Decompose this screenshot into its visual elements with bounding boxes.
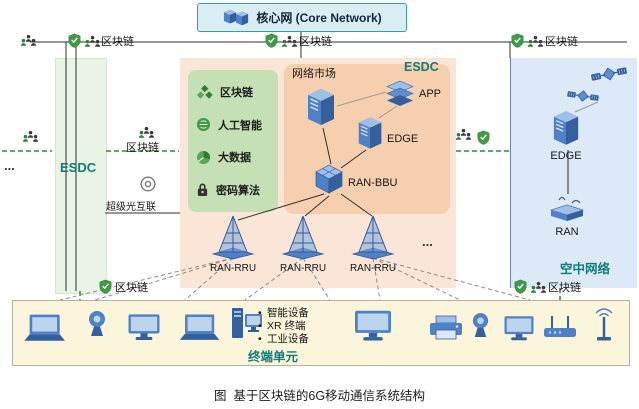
edge-server-icon bbox=[552, 110, 580, 146]
capability-row: 大数据 bbox=[196, 149, 270, 165]
edge-server-icon bbox=[357, 116, 383, 150]
wifi-router-icon bbox=[542, 314, 578, 340]
laptop-icon bbox=[176, 312, 222, 345]
blockchain-label: 区块链 bbox=[115, 282, 148, 294]
ran-rru-label: RAN-RRU bbox=[209, 263, 257, 274]
nodes-icon bbox=[22, 130, 39, 143]
capability-label: 人工智能 bbox=[218, 119, 262, 132]
monitor-icon bbox=[502, 314, 536, 343]
terminal-unit-label: 终端单元 bbox=[248, 350, 299, 364]
figure-caption: 图 基于区块链的6G移动通信系统结构 bbox=[213, 389, 426, 403]
core-network-box: 核心网 (Core Network) bbox=[197, 3, 407, 32]
capability-label: 区块链 bbox=[220, 87, 253, 100]
ran-rru-label: RAN-RRU bbox=[349, 263, 397, 274]
printer-icon bbox=[428, 314, 464, 342]
capability-label: 密码算法 bbox=[216, 184, 260, 197]
webcam-icon bbox=[86, 310, 108, 340]
ran-rru-tower-icon bbox=[211, 214, 255, 260]
blockchain-label: 区块链 bbox=[545, 36, 578, 48]
app-label: APP bbox=[419, 88, 442, 100]
shield-icon bbox=[514, 279, 527, 294]
ai-brain-icon bbox=[196, 117, 211, 132]
app-layers-icon bbox=[385, 80, 415, 106]
laptop-icon bbox=[20, 312, 68, 346]
terminal-type: 智能设备 bbox=[258, 307, 309, 320]
nodes-icon bbox=[138, 126, 155, 139]
ellipsis-rru: ... bbox=[422, 234, 433, 249]
shield-icon bbox=[511, 33, 524, 48]
monitor-icon bbox=[126, 312, 162, 343]
ran-bbu-cube-icon bbox=[314, 164, 344, 194]
blockchain-label: 区块链 bbox=[548, 282, 581, 294]
core-network-label: 核心网 (Core Network) bbox=[256, 11, 382, 25]
nodes-icon bbox=[20, 34, 37, 47]
capability-row: 密码算法 bbox=[196, 182, 270, 198]
webcam-icon bbox=[470, 312, 491, 341]
blockchain-label: 区块链 bbox=[299, 36, 332, 48]
network-market-label: 网络市场 bbox=[292, 68, 336, 80]
ran-rru-tower-icon bbox=[351, 214, 395, 260]
shield-icon bbox=[68, 33, 81, 48]
capability-row: 区块链 bbox=[196, 84, 270, 100]
ran-rru-tower-icon bbox=[281, 214, 325, 260]
capability-row: 人工智能 bbox=[196, 117, 270, 133]
market-server-icon bbox=[306, 88, 336, 126]
capability-label: 大数据 bbox=[218, 152, 251, 165]
ran-rru-label: RAN-RRU bbox=[279, 263, 327, 274]
ran-router-icon bbox=[548, 194, 586, 222]
optical-coil-icon bbox=[140, 176, 156, 192]
esdc-left-label: ESDC bbox=[60, 160, 97, 175]
crypto-lock-icon bbox=[196, 182, 209, 197]
bigdata-pie-icon bbox=[196, 150, 211, 165]
nodes-icon bbox=[455, 128, 472, 141]
blockchain-cubes-icon bbox=[196, 85, 213, 100]
aerial-network-label: 空中网络 bbox=[560, 262, 611, 276]
ran-bbu-label: RAN-BBU bbox=[348, 177, 398, 189]
monitor-icon bbox=[352, 308, 394, 344]
optical-link-label: 超级光互联 bbox=[106, 202, 156, 213]
satellite-icon bbox=[564, 82, 601, 110]
terminal-device-type-list: 智能设备 XR 终端 工业设备 bbox=[258, 307, 309, 346]
esdc-middle-label: ESDC bbox=[404, 60, 439, 74]
shield-icon bbox=[99, 279, 112, 294]
antenna-icon bbox=[592, 306, 616, 342]
nodes-icon bbox=[281, 35, 298, 48]
core-servers-icon bbox=[222, 8, 250, 27]
edge-label: EDGE bbox=[387, 133, 419, 145]
terminal-type: 工业设备 bbox=[258, 333, 309, 346]
ran-label: RAN bbox=[555, 226, 579, 238]
ellipsis-left: ... bbox=[4, 158, 15, 173]
left-esdc-panel bbox=[55, 58, 107, 294]
terminal-type: XR 终端 bbox=[258, 320, 309, 333]
blockchain-label: 区块链 bbox=[126, 142, 159, 154]
nodes-icon bbox=[530, 281, 547, 294]
blockchain-label: 区块链 bbox=[101, 36, 134, 48]
capability-box: 区块链 人工智能 大数据 密码算法 bbox=[188, 70, 278, 212]
shield-icon bbox=[265, 33, 278, 48]
edge-label: EDGE bbox=[550, 150, 582, 162]
shield-icon bbox=[477, 130, 490, 145]
nodes-icon bbox=[527, 35, 544, 48]
nodes-icon bbox=[84, 35, 101, 48]
